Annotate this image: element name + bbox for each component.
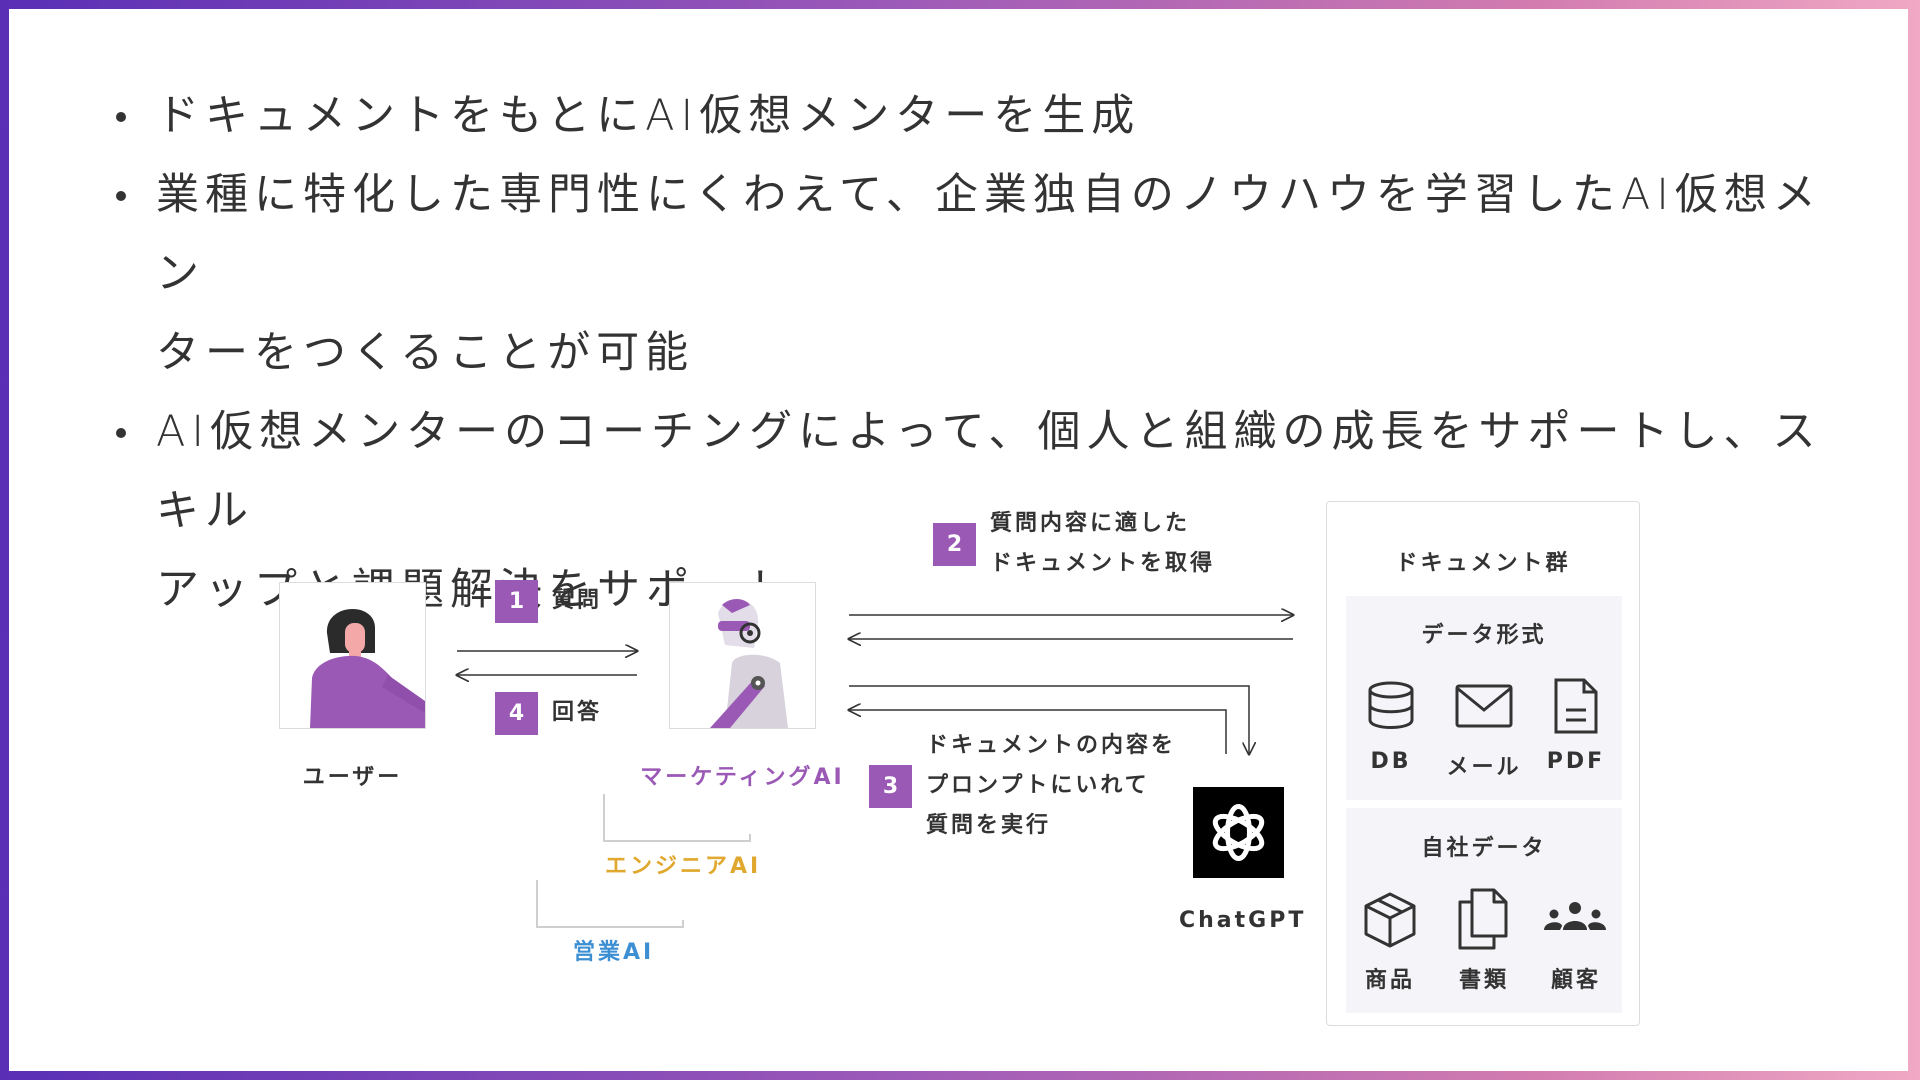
document-group: ドキュメント群 データ形式 DB メール xyxy=(1326,501,1640,1026)
data-format-title: データ形式 xyxy=(1421,623,1547,648)
step-3-badge: 3 xyxy=(869,765,912,808)
bullet-dot xyxy=(116,191,126,201)
user-illustration xyxy=(310,609,425,728)
slide: ドキュメントをもとにAI仮想メンターを生成 業種に特化した専門性にくわえて、企業… xyxy=(9,9,1908,1071)
step-4-text: 回答 xyxy=(552,700,603,725)
document-group-title: ドキュメント群 xyxy=(1395,551,1571,576)
pdf-label: PDF xyxy=(1546,749,1606,774)
step-2-text: 質問内容に適した ドキュメントを取得 xyxy=(990,504,1215,584)
sales-bracket xyxy=(536,880,684,928)
step-2-line: ドキュメントを取得 xyxy=(990,551,1216,576)
bullet-line: 業種に特化した専門性にくわえて、企業独自のノウハウを学習したAI仮想メン xyxy=(156,170,1822,299)
chatgpt-label: ChatGPT xyxy=(1179,908,1307,933)
database-icon xyxy=(1368,681,1414,729)
bullet-item: ドキュメントをもとにAI仮想メンターを生成 xyxy=(104,77,1864,156)
step-3-line: 質問を実行 xyxy=(926,813,1052,838)
package-icon xyxy=(1364,892,1416,948)
step-2-badge: 2 xyxy=(933,523,976,566)
step-3-line: ドキュメントの内容を xyxy=(926,733,1177,758)
step-1-badge: 1 xyxy=(495,580,538,623)
step-3-text: ドキュメントの内容を プロンプトにいれて 質問を実行 xyxy=(926,726,1176,846)
mail-label: メール xyxy=(1446,755,1522,780)
product-label: 商品 xyxy=(1364,968,1415,993)
engineer-ai-label: エンジニアAI xyxy=(605,854,762,879)
mail-icon xyxy=(1455,684,1513,728)
step-2-line: 質問内容に適した xyxy=(990,511,1191,536)
step-1-text: 質問 xyxy=(552,588,603,613)
data-format-panel: データ形式 DB メール xyxy=(1346,596,1622,800)
sales-ai-label: 営業AI xyxy=(573,940,655,965)
bullet-item: 業種に特化した専門性にくわえて、企業独自のノウハウを学習したAI仮想メン ターを… xyxy=(104,156,1864,393)
bullet-line: AI仮想メンターのコーチングによって、個人と組織の成長をサポートし、スキル xyxy=(156,407,1822,536)
step-4-badge: 4 xyxy=(495,692,538,735)
robot-illustration xyxy=(710,599,788,728)
bullet-line: ターをつくることが可能 xyxy=(156,328,695,378)
marketing-ai-card xyxy=(669,582,816,729)
documents-label: 書類 xyxy=(1458,968,1509,993)
documents-icon xyxy=(1458,888,1508,950)
customers-icon xyxy=(1544,902,1606,930)
customers-label: 顧客 xyxy=(1550,968,1601,993)
user-label: ユーザー xyxy=(302,765,403,790)
marketing-ai-label: マーケティングAI xyxy=(640,765,845,790)
engineer-bracket xyxy=(603,794,751,842)
company-data-panel: 自社データ 商品 書類 xyxy=(1346,808,1622,1013)
company-data-title: 自社データ xyxy=(1421,836,1547,861)
bullet-dot xyxy=(116,428,126,438)
openai-icon xyxy=(1212,804,1265,861)
db-label: DB xyxy=(1370,749,1412,774)
bullet-dot xyxy=(116,112,126,122)
chatgpt-logo xyxy=(1193,787,1284,878)
user-card xyxy=(279,582,426,729)
step-3-line: プロンプトにいれて xyxy=(926,773,1150,798)
bullet-line: ドキュメントをもとにAI仮想メンターを生成 xyxy=(156,91,1141,141)
file-icon xyxy=(1554,678,1598,734)
